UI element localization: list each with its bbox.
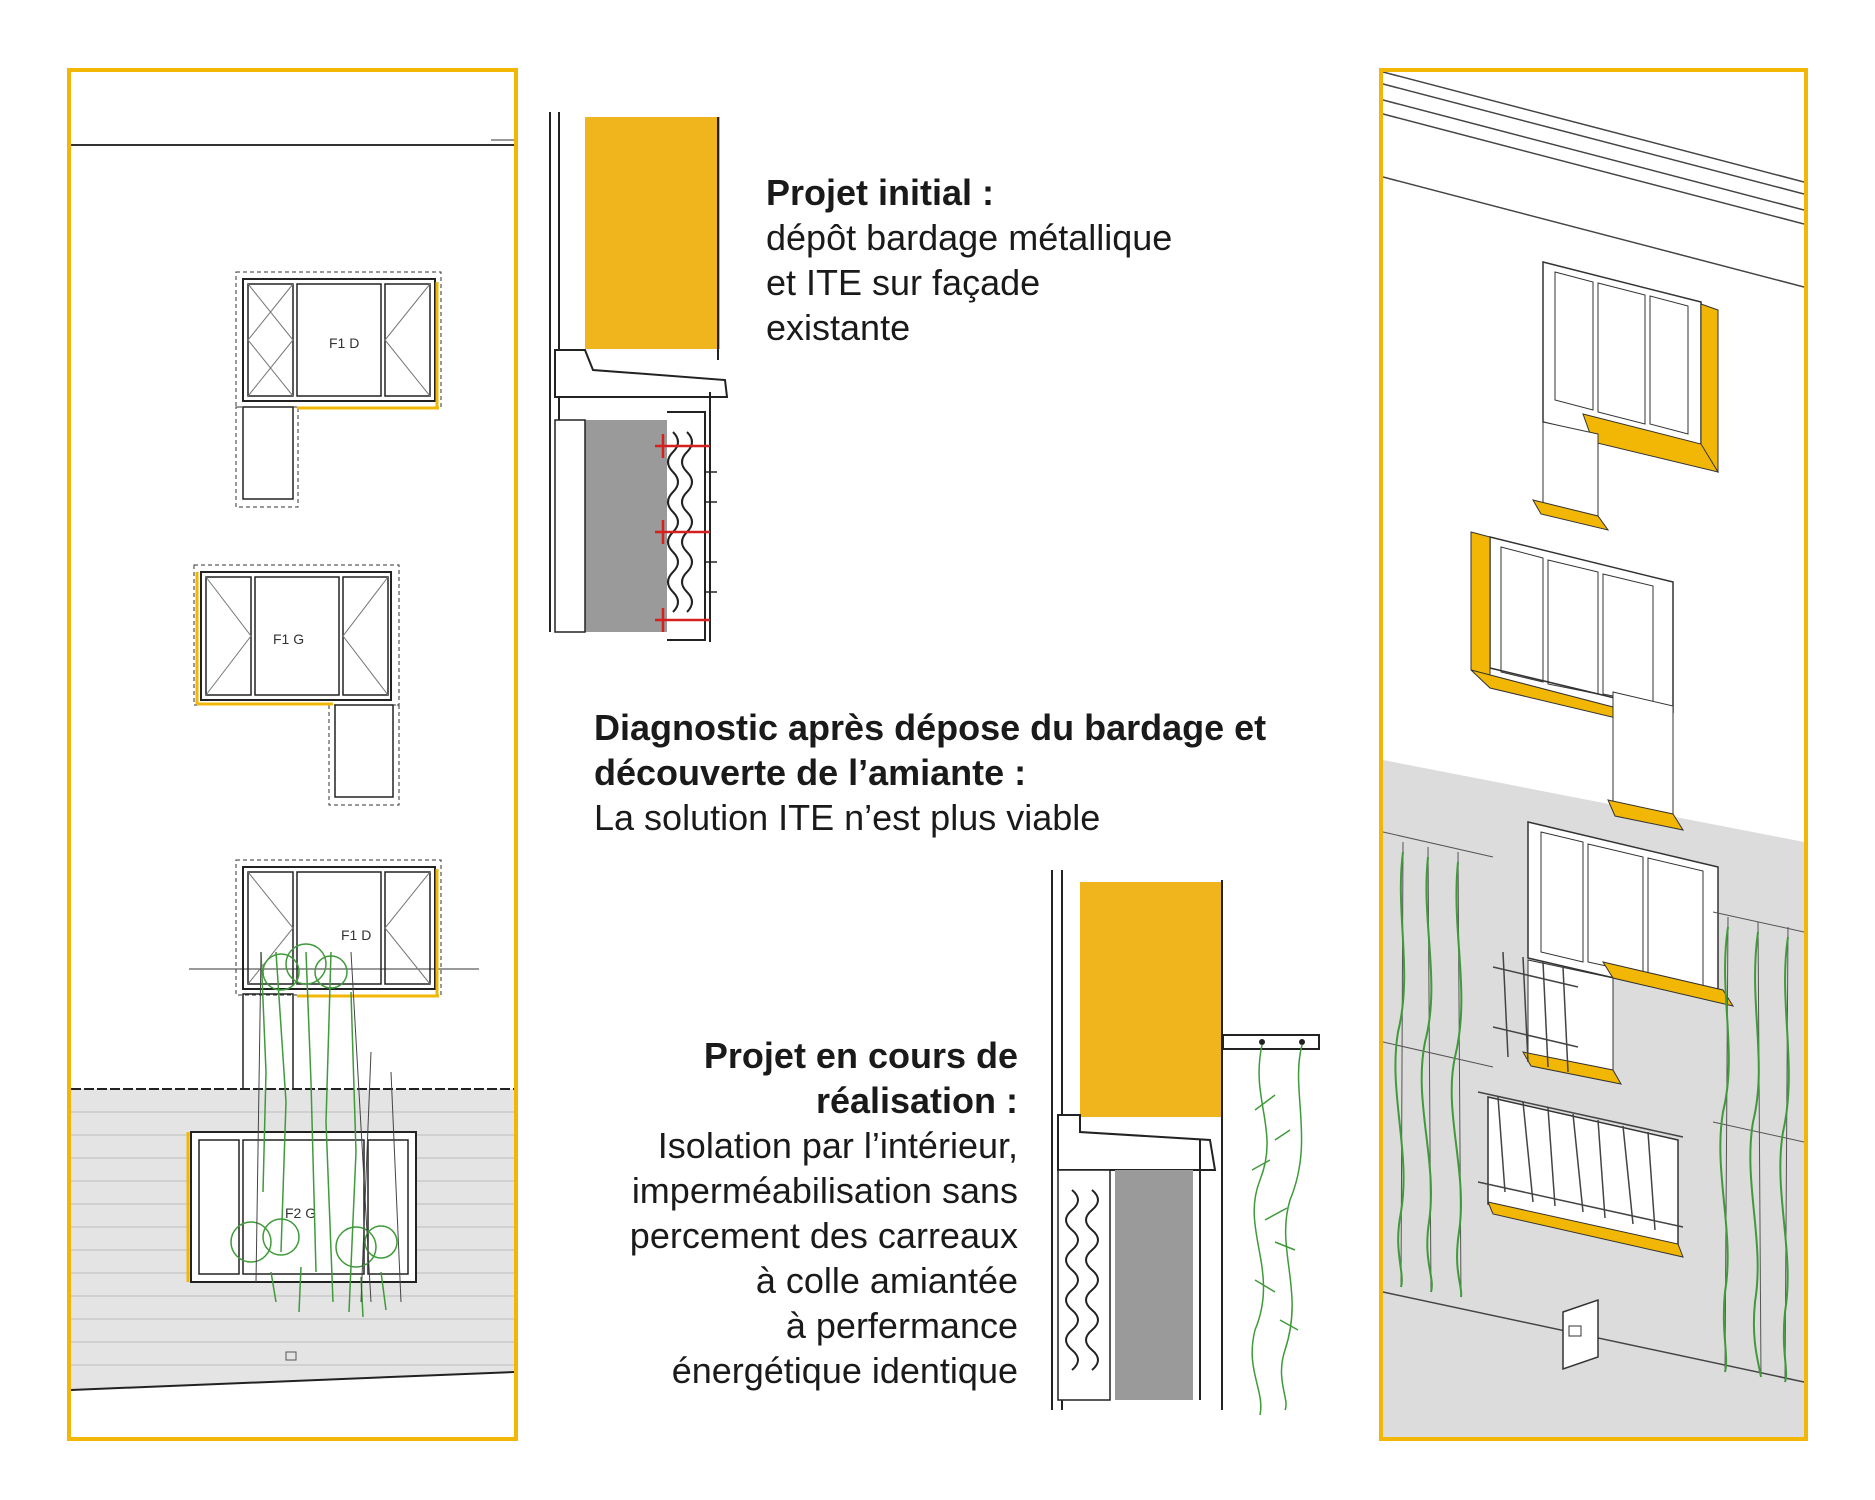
current-project-line-3: percement des carreaux <box>629 1215 1018 1256</box>
brick-plinth: F2 G <box>71 1088 514 1391</box>
initial-project-line-1: dépôt bardage métallique <box>766 217 1173 258</box>
diagnostic-line-1: La solution ITE n’est plus viable <box>594 797 1101 838</box>
climbing-plant-section <box>1251 1044 1303 1416</box>
current-project-title-line-2: réalisation : <box>815 1080 1018 1121</box>
initial-project-line-2: et ITE sur façade <box>766 262 1041 303</box>
facade-perspective-drawing <box>1383 72 1804 1437</box>
climbing-plants-right <box>1394 851 1790 1383</box>
window-f1g: F1 G <box>193 564 400 806</box>
current-project-line-4: à colle amiantée <box>755 1260 1018 1301</box>
existing-wall-2 <box>1115 1170 1193 1400</box>
current-project-title-line-1: Projet en cours de <box>703 1035 1018 1076</box>
utility-box <box>1562 1298 1599 1371</box>
text-block-diagnostic: Diagnostic après dépose du bardage et dé… <box>594 705 1354 840</box>
text-block-current-project: Projet en cours de réalisation : Isolati… <box>560 1033 1018 1393</box>
facade-elevation-panel: F1 D F1 G <box>67 68 518 1441</box>
window-f1d-lower: F1 D <box>189 859 479 1095</box>
initial-project-title: Projet initial : <box>766 172 995 213</box>
perspective-window-1 <box>1531 261 1720 531</box>
climbing-plants <box>230 943 398 1318</box>
initial-project-line-3: existante <box>766 307 911 348</box>
window-f1d-upper: F1 D <box>235 271 442 508</box>
diagnostic-title-line-2: découverte de l’amiante : <box>594 752 1027 793</box>
existing-wall <box>585 420 667 632</box>
facade-elevation-drawing: F1 D F1 G <box>71 139 514 1391</box>
insulation-block <box>585 117 720 349</box>
current-project-line-1: Isolation par l’intérieur, <box>657 1125 1018 1166</box>
window-label-4: F2 G <box>285 1205 316 1221</box>
current-project-line-2: imperméabilisation sans <box>631 1170 1018 1211</box>
balcony-railing <box>1492 951 1579 1073</box>
current-project-line-6: énergétique identique <box>671 1350 1018 1391</box>
window-label-3: F1 D <box>341 927 371 943</box>
window-label-2: F1 G <box>273 631 304 647</box>
insulation-block-2 <box>1080 882 1222 1117</box>
fixings-red <box>655 434 710 632</box>
diagnostic-title-line-1: Diagnostic après dépose du bardage et <box>594 707 1267 748</box>
perspective-window-2 <box>1470 531 1685 831</box>
window-label-1: F1 D <box>329 335 359 351</box>
text-block-initial-project: Projet initial : dépôt bardage métalliqu… <box>766 170 1246 350</box>
section-detail-initial <box>549 112 729 642</box>
current-project-line-5: à perfermance <box>785 1305 1018 1346</box>
facade-perspective-panel <box>1379 68 1808 1441</box>
plant-support-cables <box>255 951 402 1303</box>
perspective-basement-window <box>1477 1091 1684 1258</box>
section-detail-current <box>1051 870 1320 1416</box>
